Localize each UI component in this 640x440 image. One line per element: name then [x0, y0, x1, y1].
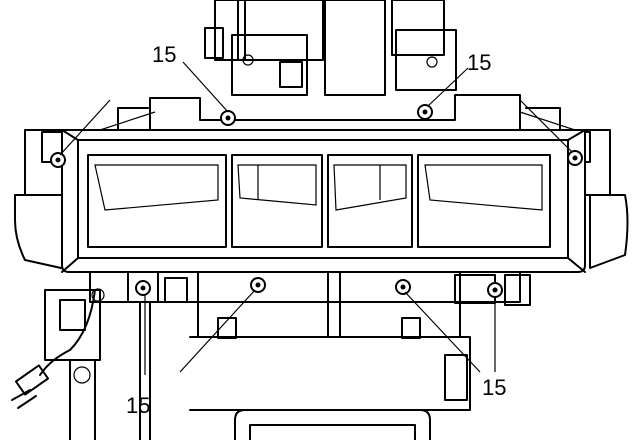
leader-lines: [59, 61, 573, 375]
callout-label: 15: [482, 375, 506, 400]
callout-label: 15: [467, 50, 491, 75]
callout-label: 15: [152, 42, 176, 67]
callout-labels: 15 15 15 15: [126, 42, 506, 418]
lower-assembly: [44, 271, 531, 440]
fasteners: [50, 104, 583, 298]
wire-harness: [11, 288, 105, 409]
front-frame: [61, 129, 586, 273]
upper-assembly: [99, 0, 576, 131]
duct-openings: [87, 154, 551, 248]
callout-label: 15: [126, 393, 150, 418]
